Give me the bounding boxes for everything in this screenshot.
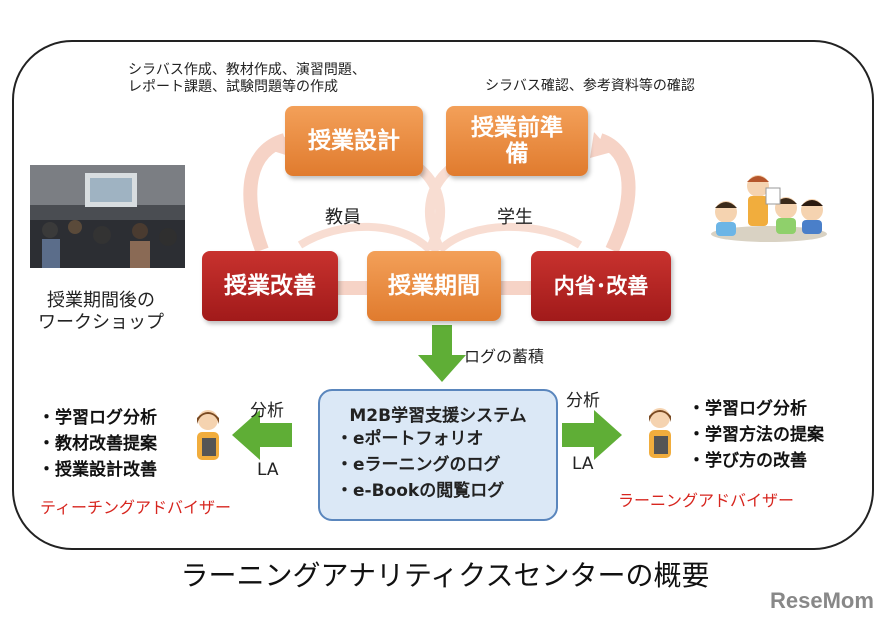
m2b-item-ebook-log: ・e-Bookの閲覧ログ xyxy=(336,481,505,501)
box-period: 授業期間 xyxy=(367,251,501,321)
teaching-advisor-label: ティーチングアドバイザー xyxy=(40,498,232,517)
m2b-system-title: M2B学習支援システム xyxy=(349,406,527,426)
workshop-photo xyxy=(30,165,185,268)
right-arc-arrowhead xyxy=(590,132,612,158)
right-cycle-arc xyxy=(597,133,636,253)
analysis-label-right: 分析 xyxy=(566,391,600,411)
left-analysis-arrow xyxy=(232,410,292,460)
right-list-item: ・学び方の改善 xyxy=(688,451,807,471)
teaching-advisor-icon xyxy=(197,410,219,460)
student-prep-note: シラバス確認、参考資料等の確認 xyxy=(485,78,695,94)
left-list-item: ・学習ログ分析 xyxy=(38,408,157,428)
right-analysis-arrow xyxy=(562,410,622,460)
log-accumulation-label: ログの蓄積 xyxy=(464,347,545,366)
learning-advisor-icon xyxy=(649,408,671,458)
resemom-logo: ReseMom xyxy=(770,588,874,613)
analysis-label-left: 分析 xyxy=(250,401,284,421)
log-down-arrow xyxy=(418,325,466,382)
la-label-right: LA xyxy=(572,454,594,474)
student-label: 学生 xyxy=(497,207,533,228)
m2b-system-box: M2B学習支援システム ・eポートフォリオ ・eラーニングのログ ・e-Book… xyxy=(318,389,558,521)
inner-arc-bottom xyxy=(297,222,433,253)
box-design: 授業設計 xyxy=(285,106,423,176)
right-list-item: ・学習方法の提案 xyxy=(688,425,824,445)
connector-left xyxy=(336,281,368,295)
left-list-item: ・教材改善提案 xyxy=(38,434,157,454)
learning-advisor-label: ラーニングアドバイザー xyxy=(618,491,795,510)
la-label-left: LA xyxy=(257,460,279,480)
m2b-item-elearning-log: ・eラーニングのログ xyxy=(336,455,501,475)
outer-frame xyxy=(12,40,874,550)
left-cycle-arc xyxy=(243,133,288,253)
inner-arc-bottom-right xyxy=(437,222,583,253)
m2b-item-portfolio: ・eポートフォリオ xyxy=(336,429,484,449)
box-improve: 授業改善 xyxy=(202,251,338,321)
box-reflect: 内省･改善 xyxy=(531,251,671,321)
connector-right xyxy=(498,281,532,295)
right-list-item: ・学習ログ分析 xyxy=(688,399,807,419)
students-illustration xyxy=(711,175,827,242)
teaching-advisor-tasks: ・学習ログ分析 ・教材改善提案 ・授業設計改善 xyxy=(38,405,157,483)
left-list-item: ・授業設計改善 xyxy=(38,460,157,480)
workshop-label: 授業期間後の ワークショップ xyxy=(38,290,164,333)
learning-advisor-tasks: ・学習ログ分析 ・学習方法の提案 ・学び方の改善 xyxy=(688,396,824,474)
faculty-prep-note: シラバス作成、教材作成、演習問題、 レポート課題、試験問題等の作成 xyxy=(128,62,366,95)
diagram-caption: ラーニングアナリティクスセンターの概要 xyxy=(180,559,710,592)
box-prep: 授業前準備 xyxy=(446,106,588,176)
faculty-label: 教員 xyxy=(325,207,361,228)
